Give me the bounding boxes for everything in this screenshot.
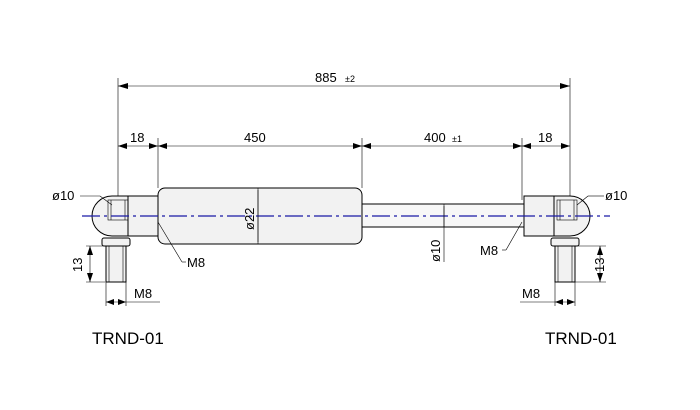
- right-end-length: 18: [538, 130, 552, 145]
- rod-diameter: ø10: [428, 240, 443, 262]
- stroke-length-value: 400: [424, 130, 446, 145]
- overall-dimension: 885 ±2: [118, 70, 570, 89]
- left-stud-length: 13: [70, 258, 85, 272]
- left-ball-diameter: ø10: [52, 188, 74, 203]
- right-stud-thread: M8: [522, 286, 540, 301]
- left-end-length: 18: [130, 130, 144, 145]
- right-part-label: TRND-01: [545, 329, 617, 348]
- overall-length-value: 885: [315, 70, 337, 85]
- ball-leaders: ø10 ø10: [52, 188, 627, 206]
- diameter-callouts: ø22 ø10: [242, 190, 445, 262]
- segment-dimensions: 18 450 400 ±1 18: [118, 130, 570, 149]
- right-ball-diameter: ø10: [605, 188, 627, 203]
- left-stud-thread: M8: [134, 286, 152, 301]
- stud-thread-dims: M8 M8: [106, 286, 575, 305]
- left-ball-stud: [101, 237, 131, 283]
- thread-leaders: M8 M8: [157, 221, 523, 270]
- body-diameter: ø22: [242, 208, 257, 230]
- left-part-label: TRND-01: [92, 329, 164, 348]
- stud-length-dims: 13 13: [70, 246, 607, 282]
- body-length: 450: [244, 130, 266, 145]
- overall-length-tolerance: ±2: [345, 74, 355, 84]
- right-stud-length: 13: [592, 258, 607, 272]
- left-thread: M8: [187, 255, 205, 270]
- right-thread: M8: [480, 243, 498, 258]
- stroke-length-tolerance: ±1: [452, 134, 462, 144]
- right-ball-stud: [550, 237, 580, 283]
